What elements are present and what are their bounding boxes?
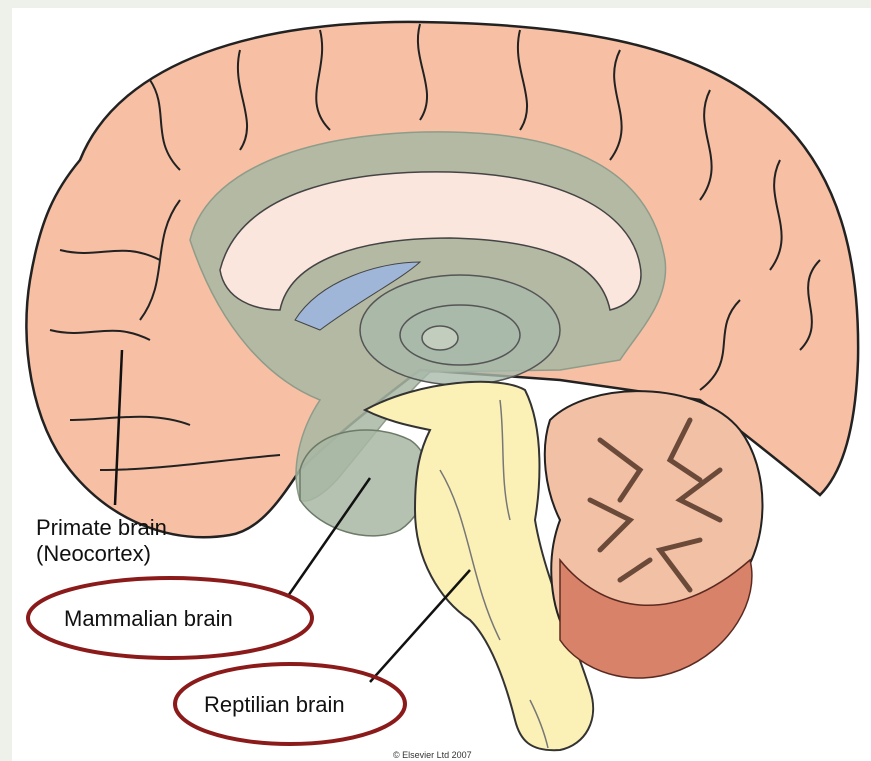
primate-brain-label: Primate brain (Neocortex) [36, 515, 167, 567]
temporal-limbic-lobe [300, 430, 428, 536]
primate-label-line1: Primate brain [36, 515, 167, 541]
thalamus [360, 275, 560, 385]
primate-label-line2: (Neocortex) [36, 541, 167, 567]
reptilian-brain-label: Reptilian brain [204, 692, 345, 718]
mammalian-brain-label: Mammalian brain [64, 606, 233, 632]
copyright-text: © Elsevier Ltd 2007 [393, 750, 472, 760]
